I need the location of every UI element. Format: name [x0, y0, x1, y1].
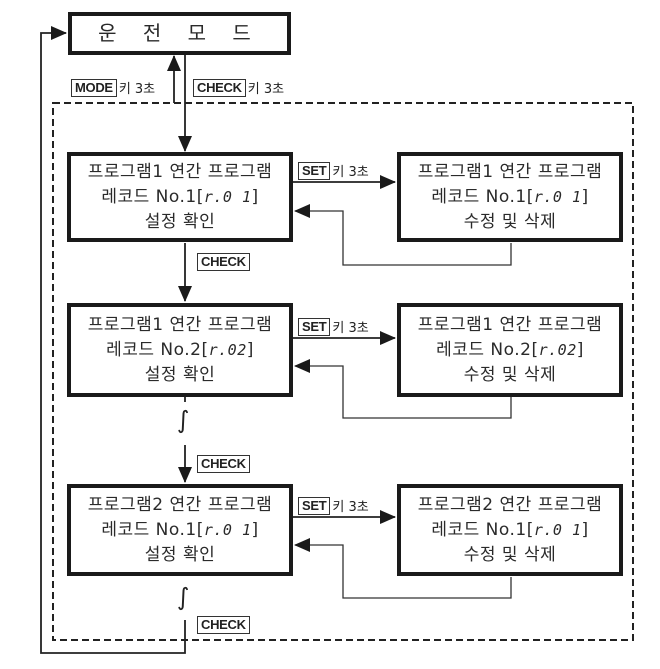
check-key: CHECK — [197, 253, 250, 271]
record-prefix: 레코드 No.1[ — [101, 186, 204, 207]
segment-code: r.0 1 — [533, 520, 582, 539]
action-label: 설정 확인 — [144, 364, 216, 385]
set-key-hint-2: SET 키 3초 — [298, 317, 369, 336]
action-label: 설정 확인 — [144, 211, 216, 232]
check-key: CHECK — [197, 455, 250, 473]
record-prefix: 레코드 No.1[ — [101, 519, 204, 540]
program-title: 프로그램1 연간 프로그램 — [417, 161, 603, 182]
segment-code: r.02 — [538, 340, 577, 359]
record-suffix: ] — [581, 186, 589, 207]
set-key-hint-1: SET 키 3초 — [298, 161, 369, 180]
continuation-squiggle-1: ∫ — [177, 406, 190, 434]
set-key-hint-3: SET 키 3초 — [298, 496, 369, 515]
record-line: 레코드 No.1[r.0 1] — [101, 518, 258, 543]
return-arrow-2 — [294, 359, 512, 419]
record-line: 레코드 No.2[r.02] — [106, 338, 254, 363]
action-label: 수정 및 삭제 — [463, 364, 557, 385]
return-arrow-1 — [294, 204, 512, 266]
set-key: SET — [298, 161, 331, 180]
set-key-suffix: 키 3초 — [332, 500, 369, 515]
set-key: SET — [298, 317, 331, 336]
loop-back-line — [40, 26, 186, 654]
action-label: 수정 및 삭제 — [463, 211, 557, 232]
return-arrow-3 — [294, 538, 512, 599]
check-key: CHECK — [193, 78, 246, 97]
record-line: 레코드 No.1[r.0 1] — [431, 185, 588, 210]
program-title: 프로그램1 연간 프로그램 — [87, 161, 273, 182]
segment-code: r.0 1 — [203, 520, 252, 539]
segment-code: r.0 1 — [203, 187, 252, 206]
operation-mode-label: 운 전 모 드 — [98, 21, 261, 45]
record-confirm-box-1: 프로그램1 연간 프로그램 레코드 No.1[r.0 1] 설정 확인 — [67, 152, 293, 242]
check-key-hint: CHECK 키 3초 — [193, 78, 284, 97]
record-prefix: 레코드 No.2[ — [436, 339, 539, 360]
continuation-squiggle-2: ∫ — [177, 583, 190, 611]
mode-key: MODE — [71, 78, 117, 97]
record-confirm-box-3: 프로그램2 연간 프로그램 레코드 No.1[r.0 1] 설정 확인 — [67, 484, 293, 576]
check-key: CHECK — [197, 616, 250, 634]
set-key-suffix: 키 3초 — [332, 165, 369, 180]
segment-code: r.0 1 — [533, 187, 582, 206]
mode-key-hint: MODE 키 3초 — [71, 78, 155, 97]
action-label: 수정 및 삭제 — [463, 544, 557, 565]
program-title: 프로그램1 연간 프로그램 — [87, 314, 273, 335]
check-hint-3: CHECK — [197, 616, 252, 634]
program-title: 프로그램2 연간 프로그램 — [417, 494, 603, 515]
record-prefix: 레코드 No.1[ — [431, 186, 534, 207]
record-suffix: ] — [251, 519, 259, 540]
record-line: 레코드 No.1[r.0 1] — [431, 518, 588, 543]
record-line: 레코드 No.2[r.02] — [436, 338, 584, 363]
set-key-suffix: 키 3초 — [332, 321, 369, 336]
record-confirm-box-2: 프로그램1 연간 프로그램 레코드 No.2[r.02] 설정 확인 — [67, 303, 293, 397]
record-suffix: ] — [576, 339, 584, 360]
record-edit-box-1: 프로그램1 연간 프로그램 레코드 No.1[r.0 1] 수정 및 삭제 — [397, 152, 623, 242]
program-title: 프로그램2 연간 프로그램 — [87, 494, 273, 515]
set-key: SET — [298, 496, 331, 515]
record-suffix: ] — [581, 519, 589, 540]
check-hint-1: CHECK — [197, 253, 252, 271]
segment-code: r.02 — [208, 340, 247, 359]
check-key-suffix: 키 3초 — [247, 82, 285, 97]
record-line: 레코드 No.1[r.0 1] — [101, 185, 258, 210]
mode-key-suffix: 키 3초 — [118, 82, 156, 97]
action-label: 설정 확인 — [144, 544, 216, 565]
operation-mode-box: 운 전 모 드 — [68, 12, 291, 55]
record-edit-box-2: 프로그램1 연간 프로그램 레코드 No.2[r.02] 수정 및 삭제 — [397, 303, 623, 397]
check-hint-2: CHECK — [197, 455, 252, 473]
record-prefix: 레코드 No.1[ — [431, 519, 534, 540]
record-suffix: ] — [251, 186, 259, 207]
record-suffix: ] — [246, 339, 254, 360]
record-edit-box-3: 프로그램2 연간 프로그램 레코드 No.1[r.0 1] 수정 및 삭제 — [397, 484, 623, 576]
dashed-region — [52, 102, 634, 641]
record-prefix: 레코드 No.2[ — [106, 339, 209, 360]
program-title: 프로그램1 연간 프로그램 — [417, 314, 603, 335]
